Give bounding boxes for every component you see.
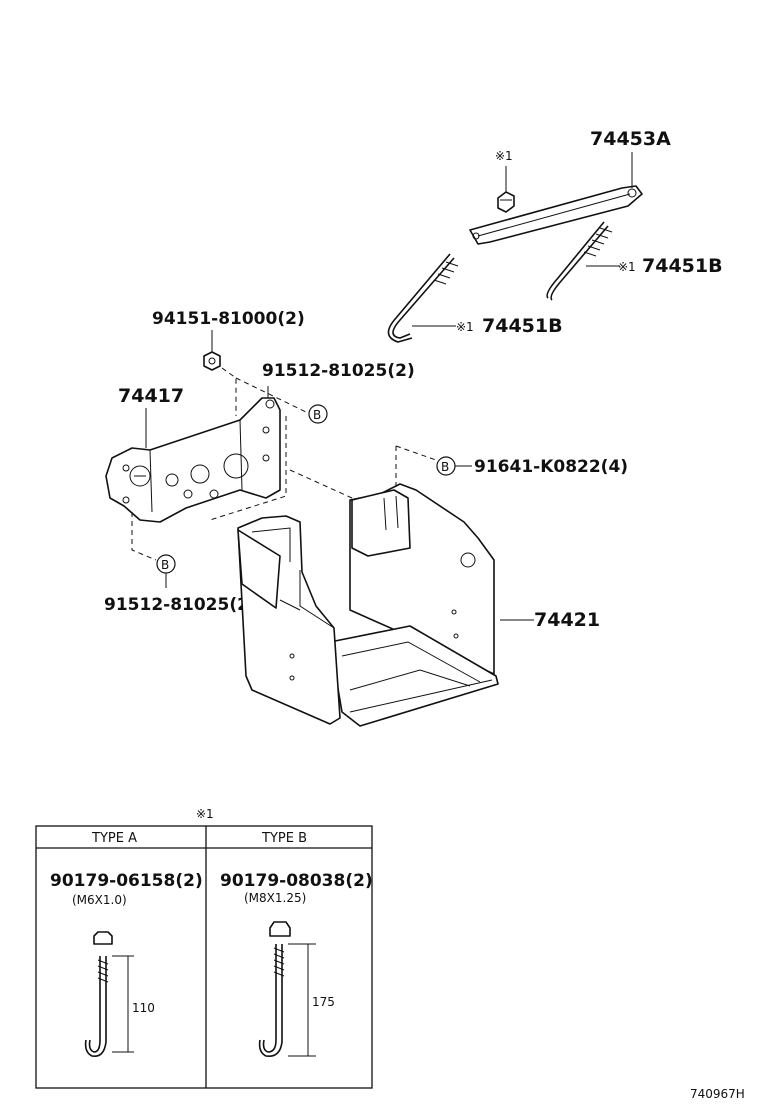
hook-bolt-right <box>546 221 613 301</box>
clamp-nut <box>497 191 515 213</box>
bracket-74417 <box>105 397 281 523</box>
bolt-type-table <box>35 825 373 1089</box>
label-74451B-left: 74451B <box>482 315 563 337</box>
part-type-b: 90179-08038(2) <box>220 871 373 891</box>
dash-bracket-to-tray <box>289 469 353 499</box>
ref1-mark-nut: ※1 <box>495 149 513 163</box>
nut-94151 <box>203 351 221 371</box>
bubble-b-top: B <box>308 404 328 424</box>
label-91512-bottom: 91512-81025(2) <box>104 595 257 615</box>
battery-tray-74421 <box>237 483 499 727</box>
length-type-a: 110 <box>132 1001 155 1015</box>
label-74453A: 74453A <box>590 128 671 150</box>
ref1-mark-right: ※1 <box>618 260 636 274</box>
label-74451B-right: 74451B <box>642 255 723 277</box>
dash-top-b <box>235 377 307 413</box>
length-type-b: 175 <box>312 995 335 1009</box>
figure-code: 740967H <box>690 1087 745 1101</box>
spec-type-a: (M6X1.0) <box>72 893 127 907</box>
header-type-a: TYPE A <box>91 831 137 846</box>
label-74417: 74417 <box>118 385 184 407</box>
dash-bottom-b <box>131 512 157 561</box>
battery-clamp-74453A <box>469 185 643 245</box>
label-91512-top: 91512-81025(2) <box>262 361 415 381</box>
svg-text:B: B <box>161 558 169 572</box>
label-74421: 74421 <box>534 609 600 631</box>
hook-bolt-left <box>387 253 459 343</box>
ref1-mark-left: ※1 <box>456 320 474 334</box>
dash-91641-horizontal <box>395 445 437 461</box>
svg-text:B: B <box>441 460 449 474</box>
hook-bolt-type-a <box>84 931 134 1058</box>
bubble-b-right: B <box>436 456 456 476</box>
label-91641: 91641-K0822(4) <box>474 457 628 477</box>
header-type-b: TYPE B <box>261 831 307 846</box>
spec-type-b: (M8X1.25) <box>244 891 306 905</box>
label-94151: 94151-81000(2) <box>152 309 305 329</box>
bubble-b-bottom: B <box>156 554 176 574</box>
dash-nut-to-bracket <box>221 367 237 416</box>
table-title: ※1 <box>196 807 214 821</box>
part-type-a: 90179-06158(2) <box>50 871 203 891</box>
svg-text:B: B <box>313 408 321 422</box>
hook-bolt-type-b <box>258 921 316 1058</box>
